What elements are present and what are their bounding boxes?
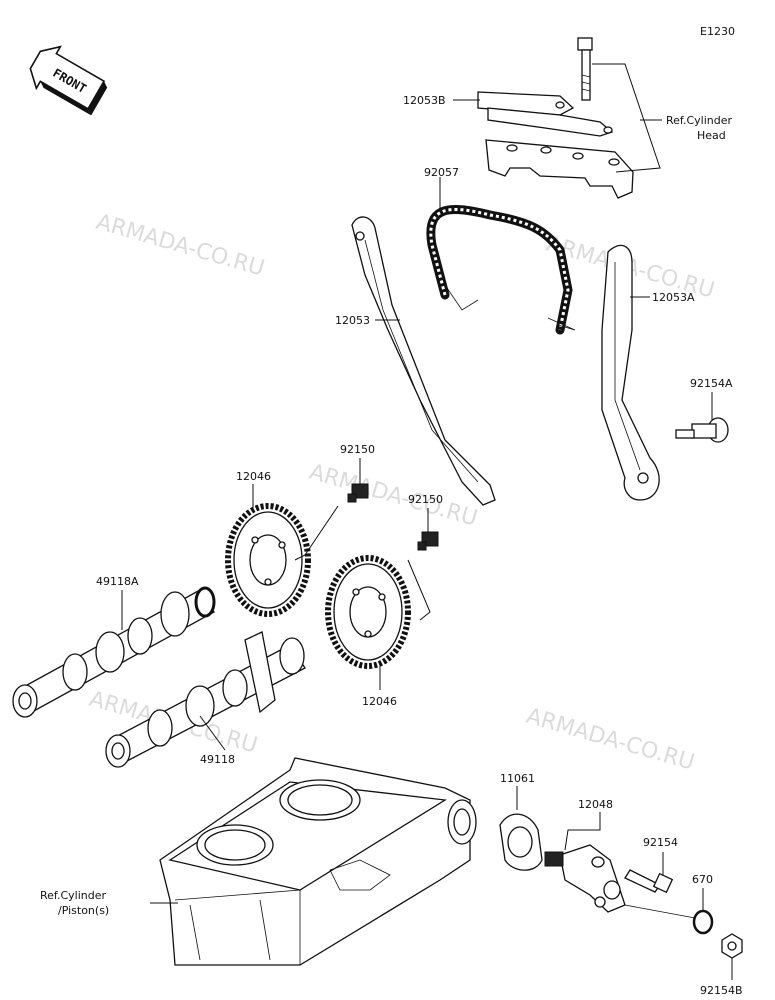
cylinder-head-ref (485, 139, 634, 199)
part-labels: 12053B Ref.Cylinder Head 92057 12053A 12… (40, 94, 743, 997)
camshaft-49118A (12, 586, 216, 718)
label-12053: 12053 (335, 314, 370, 327)
nut-92154B (721, 933, 743, 980)
bolt-92154A (675, 392, 729, 443)
label-92154: 92154 (643, 836, 678, 849)
chain-guide-12053 (351, 216, 496, 506)
tensioner-12048 (544, 812, 626, 913)
label-92057: 92057 (424, 166, 459, 179)
label-92154B: 92154B (700, 984, 743, 997)
sprocket-12046-upper (225, 484, 311, 617)
diagram-code: E1230 (700, 25, 735, 38)
gasket-11061 (499, 786, 543, 871)
watermark-1: ARMADA-CO.RU (93, 210, 267, 282)
label-12046-a: 12046 (236, 470, 271, 483)
sprocket-12046-lower (325, 555, 411, 690)
front-arrow-icon: FRONT (29, 45, 108, 116)
label-92150-b: 92150 (408, 493, 443, 506)
head-bolt (577, 37, 593, 101)
label-12048: 12048 (578, 798, 613, 811)
label-ref-piston-1: Ref.Cylinder (40, 889, 107, 902)
bolt-92150-b (417, 508, 439, 551)
label-ref-piston-2: /Piston(s) (58, 904, 109, 917)
label-92150-a: 92150 (340, 443, 375, 456)
label-49118A: 49118A (96, 575, 139, 588)
label-49118: 49118 (200, 753, 235, 766)
bolt-92154 (624, 852, 674, 894)
chain-guide-12053B (477, 91, 614, 137)
bolt-92150-a (347, 458, 369, 503)
watermark-3: ARMADA-CO.RU (306, 460, 480, 532)
label-12053A: 12053A (652, 291, 695, 304)
label-11061: 11061 (500, 772, 535, 785)
camshaft-49118 (105, 631, 306, 768)
label-ref-head-2: Head (697, 129, 726, 142)
label-12046-b: 12046 (362, 695, 397, 708)
label-92154A: 92154A (690, 377, 733, 390)
label-670: 670 (692, 873, 713, 886)
label-12053B: 12053B (403, 94, 446, 107)
cam-chain-92057 (426, 177, 576, 335)
label-ref-head-1: Ref.Cylinder (666, 114, 733, 127)
oring-670 (624, 888, 714, 935)
chain-guide-12053A (601, 244, 660, 501)
watermark-5: ARMADA-CO.RU (523, 704, 697, 776)
cylinder-block (159, 757, 477, 966)
